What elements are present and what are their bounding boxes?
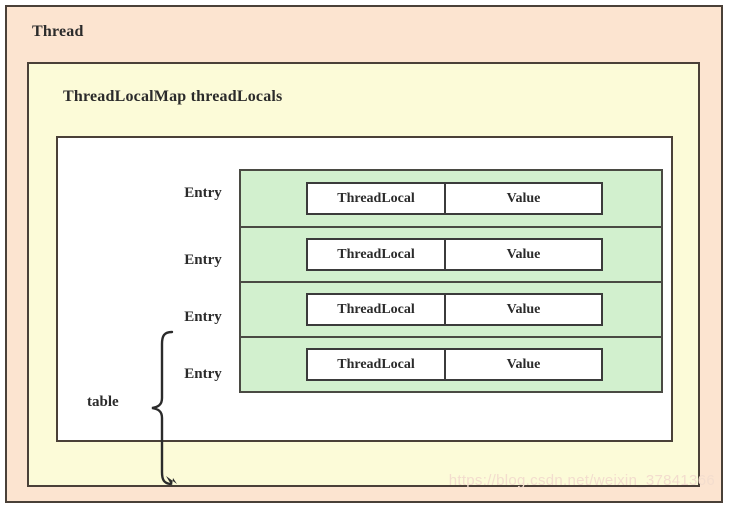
table-row: ThreadLocal Value xyxy=(241,336,661,391)
entry-pair: ThreadLocal Value xyxy=(306,182,603,215)
table-row: ThreadLocal Value xyxy=(241,281,661,336)
entry-label-2: Entry xyxy=(184,309,222,325)
entry-value: Value xyxy=(506,301,541,317)
entry-value: Value xyxy=(506,246,541,262)
table-panel: table Entry Entry Entry Entry ThreadLoca… xyxy=(56,136,673,486)
table-row: ThreadLocal Value xyxy=(241,226,661,281)
entry-key: ThreadLocal xyxy=(308,350,446,379)
entry-label-0: Entry xyxy=(184,185,222,201)
entry-pair: ThreadLocal Value xyxy=(306,348,603,381)
watermark: https://blog.csdn.net/weixin_37841366 xyxy=(448,472,715,489)
thread-title: Thread xyxy=(32,23,84,40)
entry-pair: ThreadLocal Value xyxy=(306,238,603,271)
entry-pair: ThreadLocal Value xyxy=(306,293,603,326)
entry-key: ThreadLocal xyxy=(308,240,446,269)
entry-key: ThreadLocal xyxy=(308,295,446,324)
entry-value: Value xyxy=(506,190,541,206)
entry-label-1: Entry xyxy=(184,252,222,268)
threadlocalmap-title: ThreadLocalMap threadLocals xyxy=(63,88,283,105)
entry-table: ThreadLocal Value ThreadLocal Value Thre… xyxy=(239,169,663,393)
entry-key: ThreadLocal xyxy=(308,184,446,213)
thread-box: Thread ThreadLocalMap threadLocals table… xyxy=(5,5,723,503)
entry-value: Value xyxy=(506,356,541,372)
table-label: table xyxy=(87,394,119,410)
table-row: ThreadLocal Value xyxy=(241,171,661,226)
threadlocalmap-box: ThreadLocalMap threadLocals table Entry … xyxy=(27,62,700,487)
entry-label-3: Entry xyxy=(184,366,222,382)
curly-brace-with-arrow-icon xyxy=(144,328,178,488)
